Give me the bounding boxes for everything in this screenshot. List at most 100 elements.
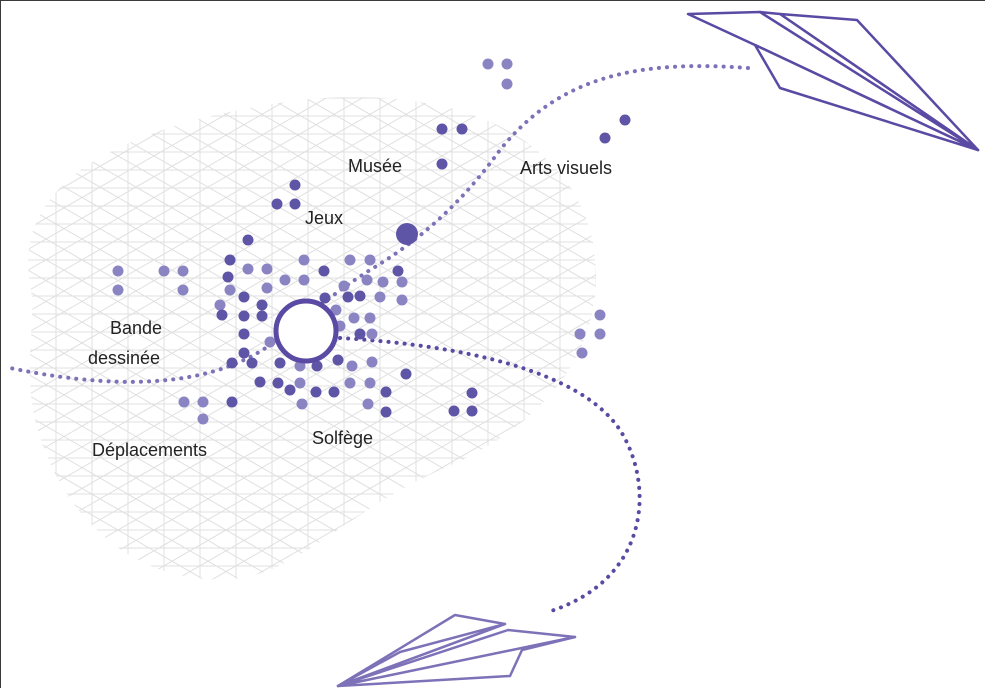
cluster-dot — [354, 290, 366, 302]
cluster-dot — [216, 309, 228, 321]
cluster-dot — [112, 265, 124, 277]
cluster-dot — [456, 123, 468, 135]
cluster-dot — [238, 291, 250, 303]
cluster-dot — [256, 310, 268, 322]
cluster-dot — [448, 405, 460, 417]
label-bande: Bande — [110, 318, 162, 338]
cluster-dot — [274, 357, 286, 369]
label-jeux: Jeux — [305, 208, 343, 228]
cluster-dot — [319, 292, 331, 304]
cluster-dot — [594, 309, 606, 321]
cluster-dot — [264, 336, 276, 348]
cluster-dot — [332, 354, 344, 366]
label-deplacements: Déplacements — [92, 440, 207, 460]
cluster-dot — [482, 58, 494, 70]
cluster-dot — [346, 360, 358, 372]
cluster-dot — [158, 265, 170, 277]
cluster-dot — [344, 254, 356, 266]
cluster-dot — [214, 299, 226, 311]
cluster-dot — [392, 265, 404, 277]
cluster-dot — [197, 396, 209, 408]
cluster-dot — [466, 405, 478, 417]
cluster-dot — [310, 386, 322, 398]
cluster-dot — [224, 284, 236, 296]
cluster-dot — [279, 274, 291, 286]
label-solfege: Solfège — [312, 428, 373, 448]
cluster-dot — [366, 328, 378, 340]
cluster-dot — [242, 263, 254, 275]
cluster-dot — [222, 271, 234, 283]
paper-plane-bottom-icon — [336, 613, 577, 688]
cluster-dot — [271, 198, 283, 210]
cluster-dot — [112, 284, 124, 296]
cluster-dot — [344, 377, 356, 389]
cluster-dot — [177, 265, 189, 277]
cluster-dot — [366, 356, 378, 368]
cluster-dot — [599, 132, 611, 144]
cluster-dot — [256, 299, 268, 311]
cluster-dot — [380, 406, 392, 418]
cluster-dot — [436, 158, 448, 170]
cluster-dot — [501, 78, 513, 90]
cluster-dot — [594, 328, 606, 340]
cluster-dot — [296, 398, 308, 410]
cluster-dot — [318, 265, 330, 277]
paper-plane-top-icon — [686, 10, 980, 152]
cluster-dot — [177, 284, 189, 296]
cluster-dot — [238, 310, 250, 322]
dotted-flight-path-top — [8, 64, 750, 384]
cluster-dot — [338, 280, 350, 292]
cluster-dot — [377, 276, 389, 288]
cluster-dot — [400, 368, 412, 380]
big-dot — [396, 223, 418, 245]
cluster-dot — [178, 396, 190, 408]
cluster-dot — [348, 312, 360, 324]
cluster-dot — [574, 328, 586, 340]
cluster-dot — [242, 234, 254, 246]
cluster-dot — [226, 396, 238, 408]
cluster-dot — [361, 274, 373, 286]
cluster-dot — [289, 198, 301, 210]
cluster-dot — [261, 263, 273, 275]
cluster-dot — [298, 274, 310, 286]
label-dessinee: dessinée — [88, 348, 160, 368]
cluster-dot — [364, 312, 376, 324]
center-ring — [273, 298, 339, 364]
cluster-dot — [261, 282, 273, 294]
cluster-dot — [501, 58, 513, 70]
cluster-dot — [380, 386, 392, 398]
label-arts-visuels: Arts visuels — [520, 158, 612, 178]
dot-cluster — [112, 58, 631, 425]
cluster-dot — [576, 347, 588, 359]
cluster-dot — [197, 413, 209, 425]
cluster-dot — [284, 384, 296, 396]
cluster-dot — [238, 347, 250, 359]
cluster-dot — [254, 376, 266, 388]
cluster-dot — [342, 291, 354, 303]
dotted-flight-path-bottom — [338, 336, 642, 614]
cluster-dot — [246, 357, 258, 369]
cluster-dot — [294, 377, 306, 389]
cluster-dot — [330, 304, 342, 316]
cluster-dot — [396, 276, 408, 288]
cluster-dot — [362, 398, 374, 410]
cluster-dot — [364, 377, 376, 389]
cluster-dot — [436, 123, 448, 135]
cluster-dot — [289, 179, 301, 191]
cluster-dot — [272, 377, 284, 389]
cluster-dot — [238, 328, 250, 340]
label-musee: Musée — [348, 156, 402, 176]
cluster-dot — [466, 387, 478, 399]
cluster-dot — [364, 254, 376, 266]
cluster-dot — [226, 357, 238, 369]
cluster-dot — [298, 254, 310, 266]
cluster-dot — [396, 294, 408, 306]
cluster-dot — [224, 254, 236, 266]
cluster-dot — [354, 328, 366, 340]
cluster-dot — [311, 360, 323, 372]
cluster-dot — [619, 114, 631, 126]
cluster-dot — [374, 291, 386, 303]
cluster-dot — [328, 386, 340, 398]
